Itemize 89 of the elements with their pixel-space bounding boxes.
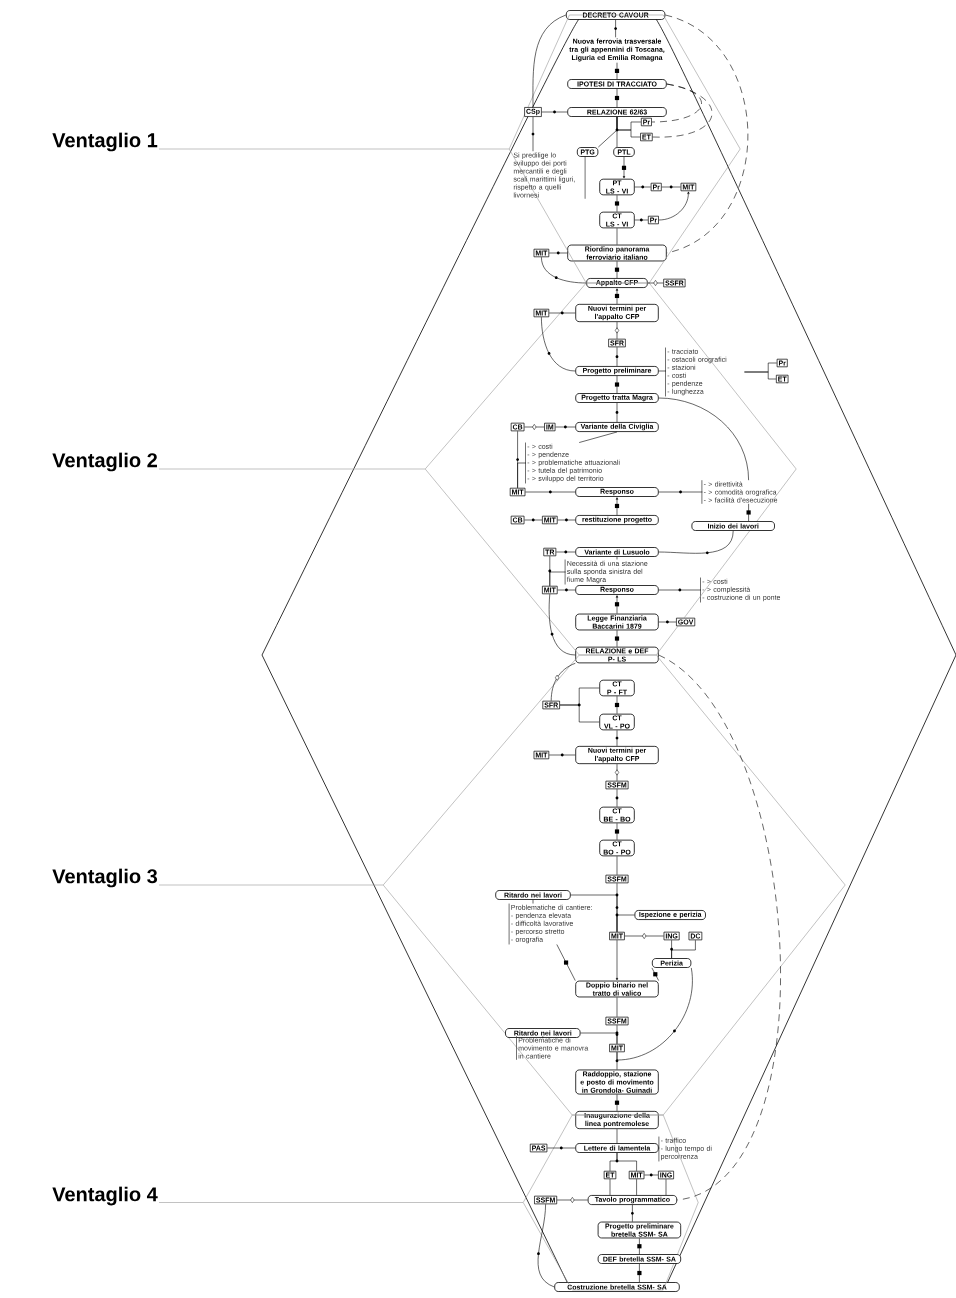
connector [555, 550, 576, 554]
connector [624, 933, 664, 939]
connector [658, 490, 703, 494]
connector [614, 288, 620, 305]
connector [644, 1173, 659, 1177]
connector [658, 588, 702, 592]
connector [557, 588, 576, 592]
connector [616, 856, 618, 876]
connector [615, 913, 635, 933]
connector [537, 1203, 555, 1288]
connector [746, 503, 751, 522]
connector [614, 19, 617, 38]
connector [671, 939, 696, 959]
connector [665, 1178, 667, 1196]
connector [614, 695, 620, 715]
connector [614, 375, 620, 394]
connector [616, 1128, 618, 1144]
section-label: Ventaglio 4 [52, 1186, 158, 1206]
connector [615, 346, 619, 367]
connector [616, 556, 618, 560]
connector [658, 620, 677, 624]
connector [615, 402, 619, 423]
connector [614, 62, 620, 80]
connector [614, 194, 620, 213]
connector [616, 1152, 637, 1172]
connector [637, 1263, 642, 1283]
connector [658, 370, 667, 372]
connector [658, 397, 749, 481]
connector [559, 704, 600, 723]
section-label: Ventaglio 2 [52, 452, 157, 472]
connector [744, 371, 777, 380]
connector [548, 251, 568, 255]
leader-line [158, 1202, 524, 1203]
connector [631, 1204, 634, 1222]
connector [615, 939, 619, 981]
connector [636, 1178, 637, 1196]
connector [531, 116, 535, 152]
dashed-connector [658, 654, 781, 1201]
connector [614, 261, 620, 279]
connector [614, 497, 620, 516]
connector [550, 663, 576, 702]
connector [616, 228, 618, 245]
section-label: Ventaglio 3 [52, 868, 158, 888]
connector [614, 630, 620, 648]
connector [532, 899, 534, 904]
connector [525, 490, 576, 494]
connector [524, 518, 543, 522]
connector [548, 753, 576, 757]
connector [609, 1178, 611, 1196]
connector [547, 1146, 576, 1150]
connector [616, 116, 618, 148]
connector [580, 1031, 619, 1045]
connector [541, 316, 576, 372]
dashed-connector [651, 83, 702, 123]
connector [578, 431, 618, 443]
dashed-connector [652, 83, 712, 138]
connector [556, 1197, 588, 1203]
connector [557, 518, 576, 522]
connector [548, 593, 576, 656]
connector [549, 571, 566, 587]
connector [621, 156, 627, 179]
connector [651, 967, 659, 981]
connector [615, 730, 619, 747]
connector [658, 530, 734, 555]
connector [532, 14, 567, 108]
connector [616, 997, 618, 1018]
connector [661, 185, 681, 189]
connector [615, 788, 619, 808]
connector [614, 88, 620, 108]
connector [524, 424, 545, 430]
connector [541, 256, 587, 284]
connector [614, 823, 620, 841]
connector [614, 763, 620, 782]
connector [517, 462, 527, 489]
connector [658, 191, 690, 221]
connector [647, 280, 664, 286]
connector [614, 321, 620, 340]
connector [548, 311, 576, 315]
connector [555, 425, 576, 429]
connector [634, 218, 649, 222]
connector [616, 967, 693, 1061]
section-label: Ventaglio 1 [52, 132, 158, 152]
connector [614, 595, 620, 614]
connector [556, 944, 576, 981]
connector [614, 1094, 620, 1112]
connector [634, 185, 652, 189]
connector [541, 110, 568, 114]
dashed-connector [665, 14, 749, 254]
connector [637, 1238, 642, 1255]
